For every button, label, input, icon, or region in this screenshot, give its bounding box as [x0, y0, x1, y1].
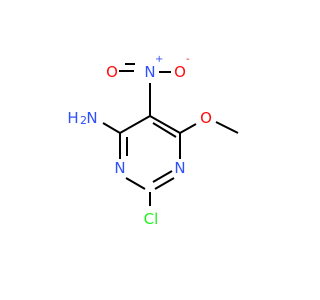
atom-nitro-o-top: O	[106, 63, 118, 81]
atom-amino-n: N	[86, 109, 97, 127]
bond-c4-nh2	[102, 122, 121, 134]
atom-chlorine: Cl	[144, 210, 159, 228]
bond-n1-c2-double	[152, 170, 173, 183]
bond-c5-c6	[149, 115, 181, 134]
molecule-structure: N N Cl O H 2 N N + O O -	[67, 54, 239, 228]
amino-group: H 2 N	[67, 109, 97, 127]
atom-nitro-o-right: O	[174, 63, 186, 81]
bond-c5-c6-double	[152, 122, 177, 138]
atom-n-ring-right: N	[174, 159, 185, 177]
atom-labels: N N Cl O H 2 N N + O O -	[67, 54, 212, 228]
nitro-o-charge: -	[186, 54, 190, 65]
atom-amino-h-subscript: 2	[80, 114, 87, 127]
bond-n1-c2	[154, 177, 175, 190]
atom-amino-h: H	[67, 109, 78, 127]
bond-c4-c5	[119, 115, 151, 134]
bond-o-ch3	[215, 121, 239, 134]
bond-c2-n3	[125, 177, 146, 190]
atom-n-ring-left: N	[114, 159, 125, 177]
nitro-n-charge: +	[155, 54, 163, 65]
atom-nitro-n: N	[144, 63, 155, 81]
bond-c6-o	[179, 123, 197, 134]
bonds	[102, 63, 239, 206]
nitro-group: N + O O -	[106, 54, 190, 81]
atom-oxygen-methoxy: O	[200, 109, 212, 127]
